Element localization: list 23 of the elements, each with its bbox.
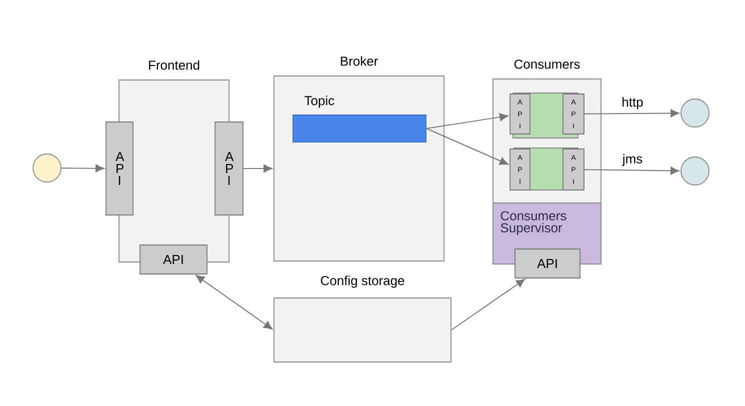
- arrow: [196, 274, 273, 330]
- api-box: API: [140, 244, 208, 274]
- end-circle: [680, 98, 710, 128]
- box-heading: Config storage: [320, 276, 404, 288]
- arrow: [426, 113, 508, 129]
- start-circle: [32, 154, 62, 182]
- box-heading: Topic: [304, 96, 334, 108]
- api-box: A P I: [106, 122, 134, 216]
- api-box: A P I: [214, 122, 244, 216]
- arrow: [60, 164, 104, 172]
- end-circle: [680, 156, 710, 186]
- arrow: [450, 278, 525, 330]
- api-box: API: [514, 248, 580, 278]
- box-heading: Broker: [340, 56, 378, 66]
- arrow: [426, 128, 508, 165]
- arrow: [584, 166, 680, 175]
- arrow: [584, 109, 680, 118]
- arrow: [242, 164, 272, 173]
- edge-label: jms: [622, 154, 642, 166]
- edge-label: http: [622, 97, 643, 110]
- box-heading: Frontend: [149, 60, 200, 70]
- box-heading: Consumers: [514, 60, 580, 69]
- box-heading: Consumers Supervisor: [500, 211, 566, 235]
